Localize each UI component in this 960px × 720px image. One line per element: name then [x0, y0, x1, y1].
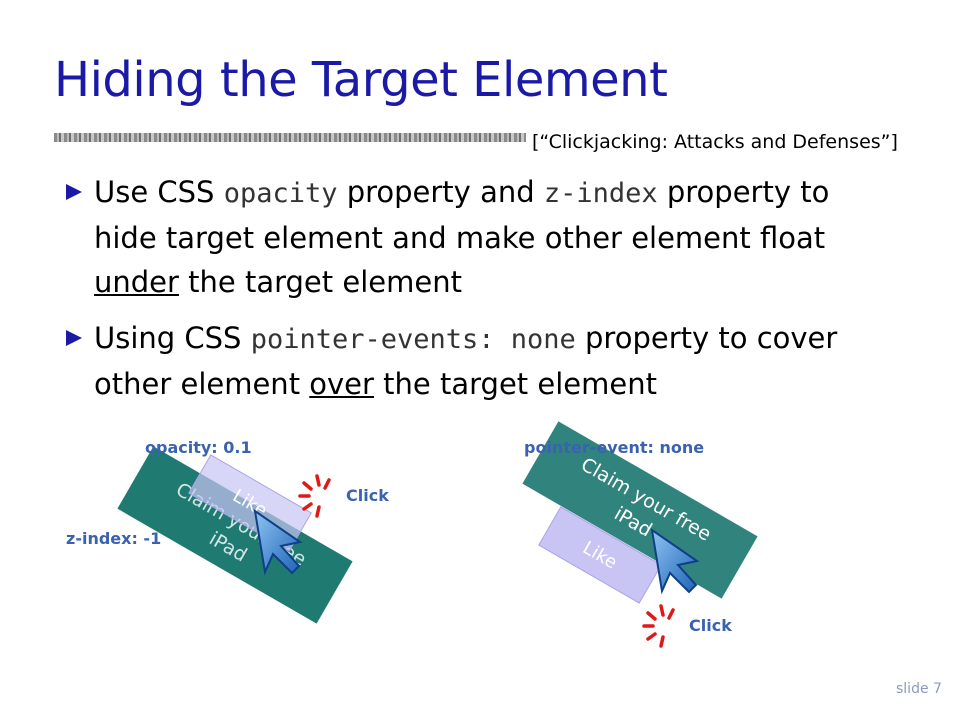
- bullet-text-1: Use CSS opacity property and z-index pro…: [64, 170, 864, 304]
- bullet-item-1: Use CSS opacity property and z-index pro…: [64, 170, 864, 304]
- right-click-burst-icon: [642, 604, 675, 648]
- bullet-diamond-icon: [66, 330, 82, 346]
- bullet-text-2: Using CSS pointer-events: none property …: [64, 316, 864, 406]
- code-z-index: z-index: [543, 178, 658, 209]
- left-cursor-icon: [253, 508, 303, 576]
- bullet-2-text-a: Using CSS: [94, 321, 251, 355]
- title-underline-rule: [54, 133, 526, 142]
- label-pointer-event: pointer-event: none: [524, 438, 705, 457]
- label-z-index: z-index: -1: [66, 529, 162, 548]
- emphasis-under: under: [94, 265, 179, 299]
- code-opacity: opacity: [223, 178, 338, 209]
- slide-number: slide 7: [896, 681, 942, 697]
- left-click-label: Click: [346, 486, 389, 505]
- slide-title: Hiding the Target Element: [54, 52, 668, 108]
- bullet-item-2: Using CSS pointer-events: none property …: [64, 316, 864, 406]
- right-like-box: Like: [538, 506, 662, 604]
- label-opacity: opacity: 0.1: [145, 438, 252, 457]
- left-click-burst-icon: [298, 474, 331, 518]
- emphasis-over: over: [309, 367, 374, 401]
- bullet-diamond-icon: [66, 184, 82, 200]
- bullet-1-text-a: Use CSS: [94, 175, 224, 209]
- code-pointer-events: pointer-events: none: [250, 324, 576, 355]
- citation: [“Clickjacking: Attacks and Defenses”]: [532, 131, 898, 153]
- bullet-1-text-b: property and: [337, 175, 544, 209]
- right-cursor-icon: [650, 527, 700, 595]
- right-click-label: Click: [689, 616, 732, 635]
- bullet-2-text-c: the target element: [373, 367, 657, 401]
- bullet-1-text-d: the target element: [178, 265, 462, 299]
- bullet-2-text-b: property to cover other element: [94, 321, 838, 401]
- bullet-1-text-c: property to hide target element and make…: [94, 175, 830, 255]
- left-like-box: Like: [188, 454, 312, 552]
